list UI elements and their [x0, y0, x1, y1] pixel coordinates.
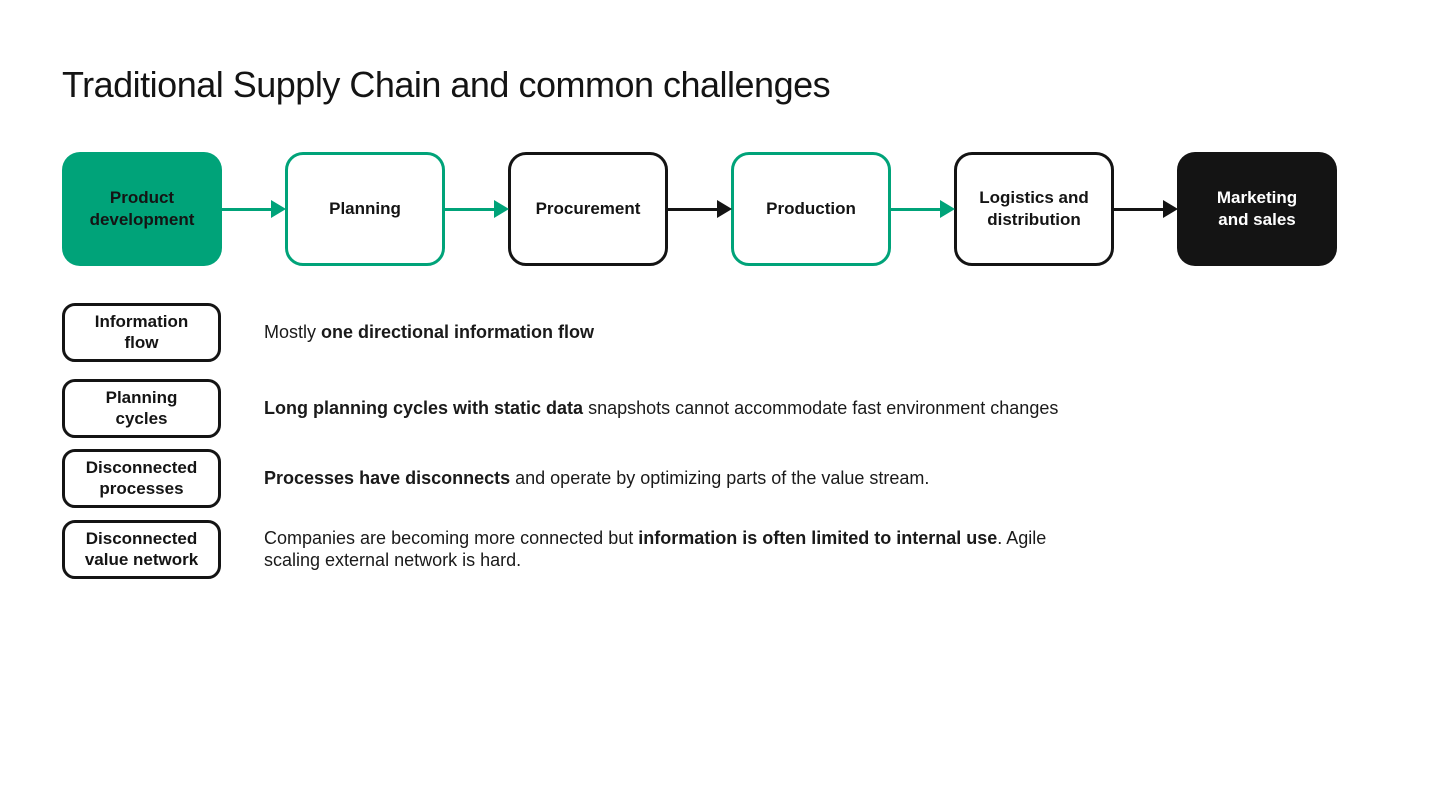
flow-box-production: Production — [731, 152, 891, 266]
challenge-row-information-flow: Information flow Mostly one directional … — [62, 303, 594, 362]
arrow-head — [940, 200, 955, 218]
arrow-stem — [1114, 207, 1165, 211]
arrow-right-icon — [445, 200, 509, 218]
arrow-right-icon — [1114, 200, 1178, 218]
flow-box-procurement: Procurement — [508, 152, 668, 266]
arrow-stem — [222, 207, 273, 211]
challenge-description: Processes have disconnects and operate b… — [264, 468, 930, 489]
arrow-head — [494, 200, 509, 218]
flow-box-planning: Planning — [285, 152, 445, 266]
supply-chain-flow: Product development Planning Procurement… — [62, 152, 1337, 266]
arrow-head — [271, 200, 286, 218]
challenge-label-box: Information flow — [62, 303, 221, 362]
arrow-stem — [891, 207, 942, 211]
challenge-label-box: Disconnected value network — [62, 520, 221, 579]
arrow-right-icon — [891, 200, 955, 218]
arrow-right-icon — [222, 200, 286, 218]
page-title: Traditional Supply Chain and common chal… — [62, 64, 831, 105]
challenge-description: Companies are becoming more connected bu… — [264, 528, 1047, 571]
challenge-row-disconnected-processes: Disconnected processes Processes have di… — [62, 449, 929, 508]
flow-box-product-development: Product development — [62, 152, 222, 266]
challenge-row-disconnected-value-network: Disconnected value network Companies are… — [62, 520, 1084, 579]
challenge-label-box: Planning cycles — [62, 379, 221, 438]
arrow-stem — [445, 207, 496, 211]
flow-box-logistics-distribution: Logistics and distribution — [954, 152, 1114, 266]
arrow-head — [1163, 200, 1178, 218]
flow-box-marketing-sales: Marketing and sales — [1177, 152, 1337, 266]
arrow-stem — [668, 207, 719, 211]
challenge-label-box: Disconnected processes — [62, 449, 221, 508]
arrow-right-icon — [668, 200, 732, 218]
arrow-head — [717, 200, 732, 218]
challenge-description: Mostly one directional information flow — [264, 322, 595, 343]
challenge-description: Long planning cycles with static data sn… — [264, 398, 1059, 419]
challenge-row-planning-cycles: Planning cycles Long planning cycles wit… — [62, 379, 1058, 438]
